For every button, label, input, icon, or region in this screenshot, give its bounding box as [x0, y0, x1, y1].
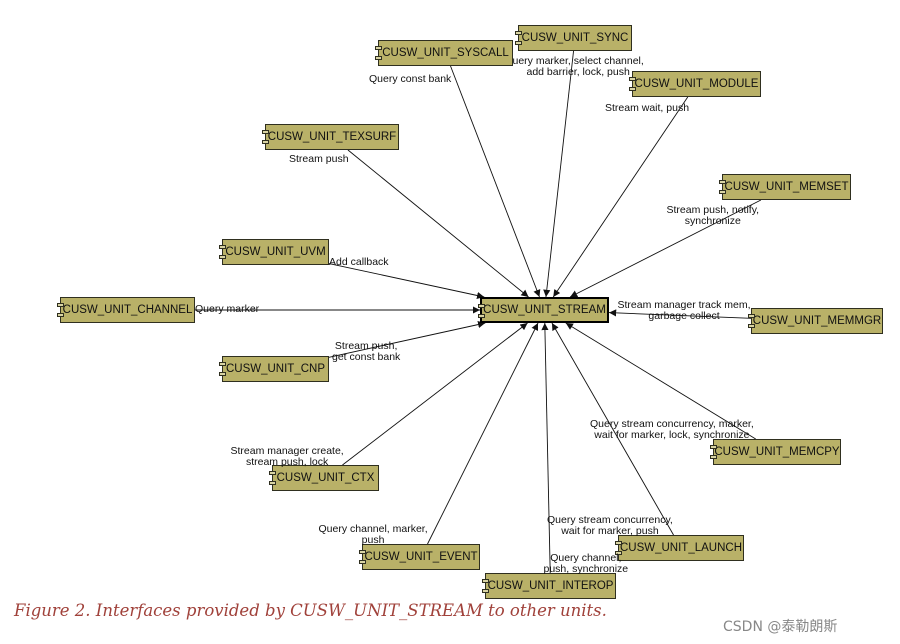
edge-label-uvm: Add callback	[329, 256, 389, 268]
edge-interop-to-stream	[541, 322, 551, 574]
unit-label: CUSW_UNIT_EVENT	[364, 551, 478, 563]
unit-label: CUSW_UNIT_MEMMGR	[752, 315, 882, 327]
unit-memset[interactable]: CUSW_UNIT_MEMSET	[719, 174, 851, 200]
component-tab-icon	[359, 560, 366, 564]
unit-syscall[interactable]: CUSW_UNIT_SYSCALL	[375, 40, 513, 66]
component-tab-icon	[615, 541, 622, 545]
component-tab-icon	[269, 471, 276, 475]
edge-label-sync: uery marker, select channel,add barrier,…	[512, 55, 644, 78]
watermark: CSDN @泰勒朗斯	[723, 619, 838, 635]
edge-label-memmgr: Stream manager track mem,garbage collect	[617, 299, 751, 322]
edge-texsurf-to-stream	[347, 149, 529, 298]
unit-label: CUSW_UNIT_SYNC	[521, 32, 629, 44]
edge-label-texsurf: Stream push	[289, 153, 349, 165]
unit-sync[interactable]: CUSW_UNIT_SYNC	[515, 25, 632, 51]
edge-event-to-stream	[427, 322, 539, 545]
unit-label: CUSW_UNIT_LAUNCH	[619, 542, 743, 554]
unit-label: CUSW_UNIT_INTEROP	[487, 580, 614, 592]
component-tab-icon	[482, 589, 489, 593]
component-tab-icon	[748, 314, 755, 318]
edge-launch-to-stream	[551, 322, 674, 536]
edge-label-channel: Query marker	[195, 303, 260, 315]
component-tab-icon	[748, 324, 755, 328]
unit-label: CUSW_UNIT_CHANNEL	[62, 304, 193, 316]
edge-memmgr-to-stream	[608, 309, 752, 319]
unit-stream[interactable]: CUSW_UNIT_STREAM	[478, 297, 609, 323]
unit-memmgr[interactable]: CUSW_UNIT_MEMMGR	[748, 308, 883, 334]
unit-module[interactable]: CUSW_UNIT_MODULE	[629, 71, 761, 97]
unit-label: CUSW_UNIT_TEXSURF	[267, 131, 397, 143]
unit-label: CUSW_UNIT_STREAM	[483, 304, 606, 316]
unit-label: CUSW_UNIT_MODULE	[634, 78, 759, 90]
unit-label: CUSW_UNIT_MEMSET	[724, 181, 849, 193]
component-tab-icon	[478, 314, 485, 318]
component-tab-icon	[262, 130, 269, 134]
component-tab-icon	[262, 140, 269, 144]
edge-label-module: Stream wait, push	[605, 102, 690, 114]
unit-uvm[interactable]: CUSW_UNIT_UVM	[219, 239, 329, 265]
component-tab-icon	[710, 455, 717, 459]
component-tab-icon	[219, 255, 226, 259]
edge-label-event: Query channel, marker,push	[318, 523, 428, 546]
edge-label-cnp: Stream push,get const bank	[332, 340, 401, 363]
edge-syscall-to-stream	[450, 65, 541, 298]
unit-event[interactable]: CUSW_UNIT_EVENT	[359, 544, 480, 570]
unit-label: CUSW_UNIT_MEMCPY	[714, 446, 840, 458]
edge-label-ctx: Stream manager create,stream push, lock	[230, 445, 344, 468]
unit-label: CUSW_UNIT_UVM	[225, 246, 326, 258]
component-tab-icon	[615, 551, 622, 555]
component-tab-icon	[719, 180, 726, 184]
edge-ctx-to-stream	[342, 322, 528, 466]
edge-memset-to-stream	[569, 199, 762, 298]
component-tab-icon	[719, 190, 726, 194]
component-tab-icon	[57, 313, 64, 317]
edge-cnp-to-stream	[328, 321, 486, 358]
edge-module-to-stream	[552, 96, 689, 298]
component-tab-icon	[515, 41, 522, 45]
unit-label: CUSW_UNIT_CTX	[276, 472, 375, 484]
unit-label: CUSW_UNIT_CNP	[225, 363, 326, 375]
unit-memcpy[interactable]: CUSW_UNIT_MEMCPY	[710, 439, 841, 465]
component-tab-icon	[375, 56, 382, 60]
component-tab-icon	[219, 362, 226, 366]
component-tab-icon	[375, 46, 382, 50]
component-tab-icon	[57, 303, 64, 307]
component-tab-icon	[219, 245, 226, 249]
edge-label-launch: Query stream concurrency,wait for marker…	[547, 514, 673, 537]
unit-launch[interactable]: CUSW_UNIT_LAUNCH	[615, 535, 744, 561]
unit-texsurf[interactable]: CUSW_UNIT_TEXSURF	[262, 124, 399, 150]
edge-uvm-to-stream	[328, 263, 485, 300]
edge-label-memset: Stream push, notify,synchronize	[666, 204, 760, 227]
edge-memcpy-to-stream	[565, 322, 756, 440]
figure-caption: Figure 2. Interfaces provided by CUSW_UN…	[14, 601, 607, 620]
component-tab-icon	[482, 579, 489, 583]
component-tab-icon	[629, 87, 636, 91]
unit-cnp[interactable]: CUSW_UNIT_CNP	[219, 356, 329, 382]
component-tab-icon	[359, 550, 366, 554]
unit-channel[interactable]: CUSW_UNIT_CHANNEL	[57, 297, 195, 323]
unit-interop[interactable]: CUSW_UNIT_INTEROP	[482, 573, 616, 599]
component-tab-icon	[219, 372, 226, 376]
edge-sync-to-stream	[543, 50, 574, 298]
component-tab-icon	[629, 77, 636, 81]
component-tab-icon	[710, 445, 717, 449]
unit-ctx[interactable]: CUSW_UNIT_CTX	[269, 465, 379, 491]
component-tab-icon	[515, 31, 522, 35]
unit-label: CUSW_UNIT_SYSCALL	[382, 47, 509, 59]
edge-label-interop: Query channel,push, synchronize	[543, 552, 629, 575]
edge-label-memcpy: Query stream concurrency, marker,wait fo…	[590, 418, 754, 441]
edge-label-syscall: Query const bank	[369, 73, 452, 85]
component-tab-icon	[478, 304, 485, 308]
component-tab-icon	[269, 481, 276, 485]
